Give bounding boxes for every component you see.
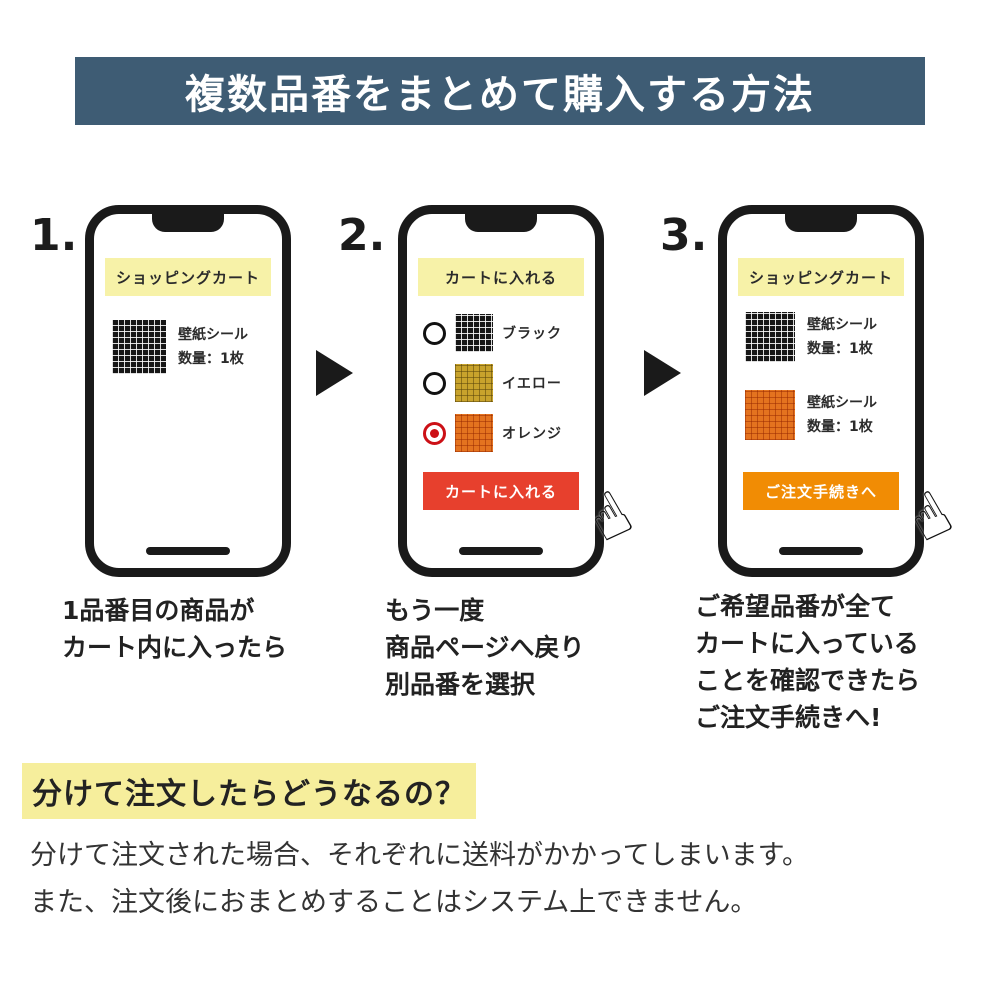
step-1-caption: 1品番目の商品が カート内に入ったら <box>62 596 288 662</box>
cart-screen-header: ショッピングカート <box>105 258 271 296</box>
phone-notch <box>785 213 857 232</box>
page-title-banner: 複数品番をまとめて購入する方法 <box>75 57 925 125</box>
radio-selected-icon[interactable] <box>423 421 446 445</box>
black-fabric-swatch <box>455 314 493 352</box>
cart-item-row: 壁紙シール 数量：1枚 <box>745 312 907 362</box>
add-to-cart-button[interactable]: カートに入れる <box>423 472 579 510</box>
step-2-caption: もう一度 商品ページへ戻り 別品番を選択 <box>385 596 585 699</box>
hand-cursor-icon: ☝ <box>895 475 965 558</box>
orange-fabric-swatch <box>455 414 493 452</box>
page-title: 複数品番をまとめて購入する方法 <box>185 72 815 118</box>
black-fabric-swatch <box>112 320 166 374</box>
orange-fabric-swatch <box>745 390 795 440</box>
arrow-right-icon <box>644 350 681 396</box>
checkout-button[interactable]: ご注文手続きへ <box>743 472 899 510</box>
hand-cursor-icon: ☝ <box>575 475 645 558</box>
cart-item-text: 壁紙シール 数量：1枚 <box>807 317 877 357</box>
cart-item-text: 壁紙シール 数量：1枚 <box>807 395 877 435</box>
home-indicator <box>146 547 230 555</box>
arrow-right-icon <box>316 350 353 396</box>
phone-step-1: ショッピングカート 壁紙シール 数量：1枚 <box>85 205 291 577</box>
option-label: オレンジ <box>502 426 562 442</box>
phone-notch <box>465 213 537 232</box>
note-heading: 分けて注文したらどうなるの？ <box>22 763 476 819</box>
step-number-1: 1. <box>30 210 78 261</box>
radio-unselected-icon[interactable] <box>423 321 446 345</box>
color-option-orange[interactable]: オレンジ <box>423 414 589 452</box>
cart-item-row: 壁紙シール 数量：1枚 <box>112 320 274 374</box>
step-3-caption: ご希望品番が全て カートに入っている ことを確認できたら ご注文手続きへ! <box>695 592 921 732</box>
phone-step-3: ショッピングカート 壁紙シール 数量：1枚 壁紙シール 数量：1枚 ご注文手続き… <box>718 205 964 577</box>
note-body: 分けて注文された場合、それぞれに送料がかかってしまいます。 また、注文後におまと… <box>30 840 809 918</box>
step-number-3: 3. <box>660 210 708 261</box>
option-label: イエロー <box>502 376 562 392</box>
cart-item-row: 壁紙シール 数量：1枚 <box>745 390 907 440</box>
cart-item-text: 壁紙シール 数量：1枚 <box>178 327 248 367</box>
color-option-black[interactable]: ブラック <box>423 314 589 352</box>
black-fabric-swatch <box>745 312 795 362</box>
option-label: ブラック <box>502 326 562 342</box>
cart-screen-header: ショッピングカート <box>738 258 904 296</box>
home-indicator <box>459 547 543 555</box>
color-option-yellow[interactable]: イエロー <box>423 364 589 402</box>
phone-step-2: カートに入れる ブラック イエロー オレンジ カートに入れる ☝ <box>398 205 644 577</box>
yellow-fabric-swatch <box>455 364 493 402</box>
step-number-2: 2. <box>338 210 386 261</box>
phone-notch <box>152 213 224 232</box>
add-to-cart-screen-header: カートに入れる <box>418 258 584 296</box>
radio-unselected-icon[interactable] <box>423 371 446 395</box>
home-indicator <box>779 547 863 555</box>
